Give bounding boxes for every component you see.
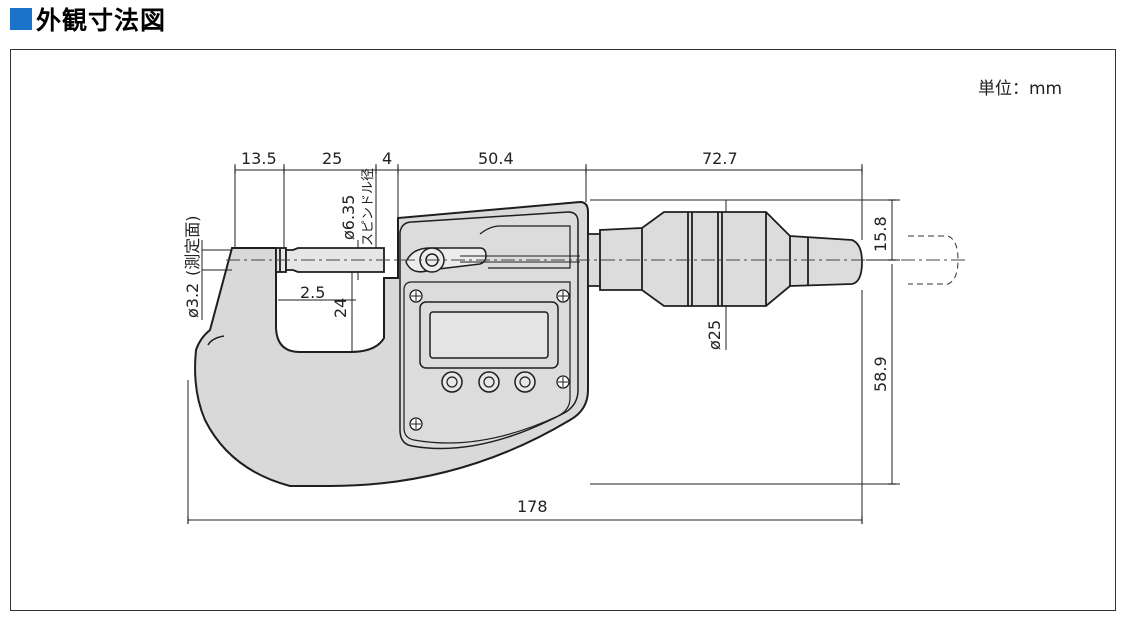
dim-spindle-dia: ø6.35 <box>339 195 358 240</box>
unit-label: 単位：mm <box>978 79 1062 99</box>
drawing-frame <box>10 49 1116 611</box>
mode-button[interactable] <box>441 371 463 393</box>
dim-178: 178 <box>517 497 548 516</box>
dim-25: 25 <box>322 149 342 168</box>
origin-button[interactable] <box>514 371 536 393</box>
dim-spindle-label: スピンドル径 <box>361 168 376 246</box>
dim-24: 24 <box>331 298 350 318</box>
dim-4: 4 <box>382 149 392 168</box>
dim-72-7: 72.7 <box>702 149 738 168</box>
dim-13-5: 13.5 <box>241 149 277 168</box>
heading-title: 外観寸法図 <box>36 6 167 35</box>
lcd-bezel <box>419 301 559 369</box>
micrometer-frame <box>194 200 589 487</box>
thimble <box>587 211 863 307</box>
dim-50-4: 50.4 <box>478 149 514 168</box>
dim-face-dia: ø3.2 <box>183 283 202 318</box>
dim-15-8: 15.8 <box>871 216 890 252</box>
extended-position <box>908 235 959 285</box>
heading-square-icon <box>10 8 32 30</box>
lcd-display <box>429 311 549 359</box>
hold-button[interactable] <box>478 371 500 393</box>
dim-58-9: 58.9 <box>871 356 890 392</box>
dim-face-label: (測定面) <box>183 216 202 277</box>
dim-2-5: 2.5 <box>300 283 325 302</box>
button-group <box>441 371 536 393</box>
section-heading: 外観寸法図 <box>10 0 166 38</box>
dim-thimble-dia: ø25 <box>705 320 724 350</box>
